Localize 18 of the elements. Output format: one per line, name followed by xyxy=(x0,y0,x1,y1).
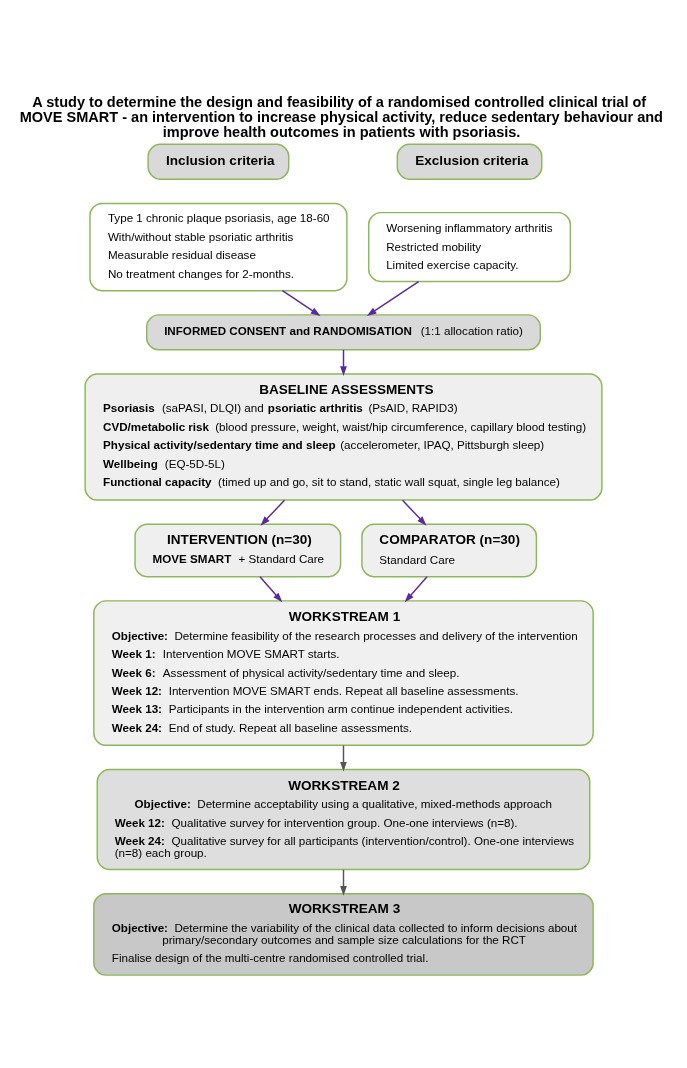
node-box: WORKSTREAM 2 Objective: Determine acceptability using a qualitative, mixed-methods approach Week 12: Qualitative survey for intervention group. One-one interviews (n=8). Week 24: Qualitative survey for all participants (intervention/control). One-one interviews (n=8) each group. xyxy=(96,768,591,871)
arrow xyxy=(366,280,420,316)
arrow xyxy=(260,499,286,526)
diagram-title: A study to determine the design and feasibility of a randomised controlled clinical trial of MOVE SMART - an intervention to increase physical activity, reduce sedentary behaviour and improve health outcomes in patients with psoriasis. xyxy=(19,94,664,140)
node-box: Type 1 chronic plaque psoriasis, age 18-60 With/without stable psoriatic arthritis Measurable residual disease No treatment changes for 2-months. xyxy=(89,202,348,292)
node-box: INFORMED CONSENT and RANDOMISATION (1:1 allocation ratio) xyxy=(145,314,542,351)
node-box: INTERVENTION (n=30) MOVE SMART + Standard Care xyxy=(134,523,342,578)
node-box: WORKSTREAM 3 Objective: Determine the variability of the clinical data collected to inform decisions about primary/secondary outcomes and sample size calculations for the RCT Finalise design of the multi-centre randomised controlled trial. xyxy=(93,892,594,976)
node-box: Worsening inflammatory arthritis Restricted mobility Limited exercise capacity. xyxy=(368,211,572,283)
node-box: COMPARATOR (n=30) Standard Care xyxy=(361,523,538,578)
node-box: Inclusion criteria xyxy=(147,143,290,180)
node-box: Exclusion criteria xyxy=(396,143,543,180)
arrow xyxy=(401,499,427,526)
arrow xyxy=(404,576,428,603)
node-box: BASELINE ASSESSMENTS Psoriasis (saPASI, DLQI) and psoriatic arthritis (PsAID, RAPID3) CVD/metabolic risk (blood pressure, weight, waist/hip circumference, capillary blood testing) Physical activity/sedentary time and sleep (accelerometer, IPAQ, Pittsburgh sleep) Wellbeing (EQ-5D-5L) Functional capacity (timed up and go, sit to stand, static wall squat, single leg balance) xyxy=(84,373,603,501)
arrow xyxy=(281,289,321,316)
arrow xyxy=(259,576,283,603)
node-box: WORKSTREAM 1 Objective: Determine feasibility of the research processes and delivery of the intervention Week 1: Intervention MOVE SMART starts. Week 6: Assessment of physical activity/sedentary time and sleep. Week 12: Intervention MOVE SMART ends. Repeat all baseline assessments. Week 13: Participants in the intervention arm continue independent activities. Week 24: End of study. Repeat all baseline assessments. xyxy=(93,600,594,747)
